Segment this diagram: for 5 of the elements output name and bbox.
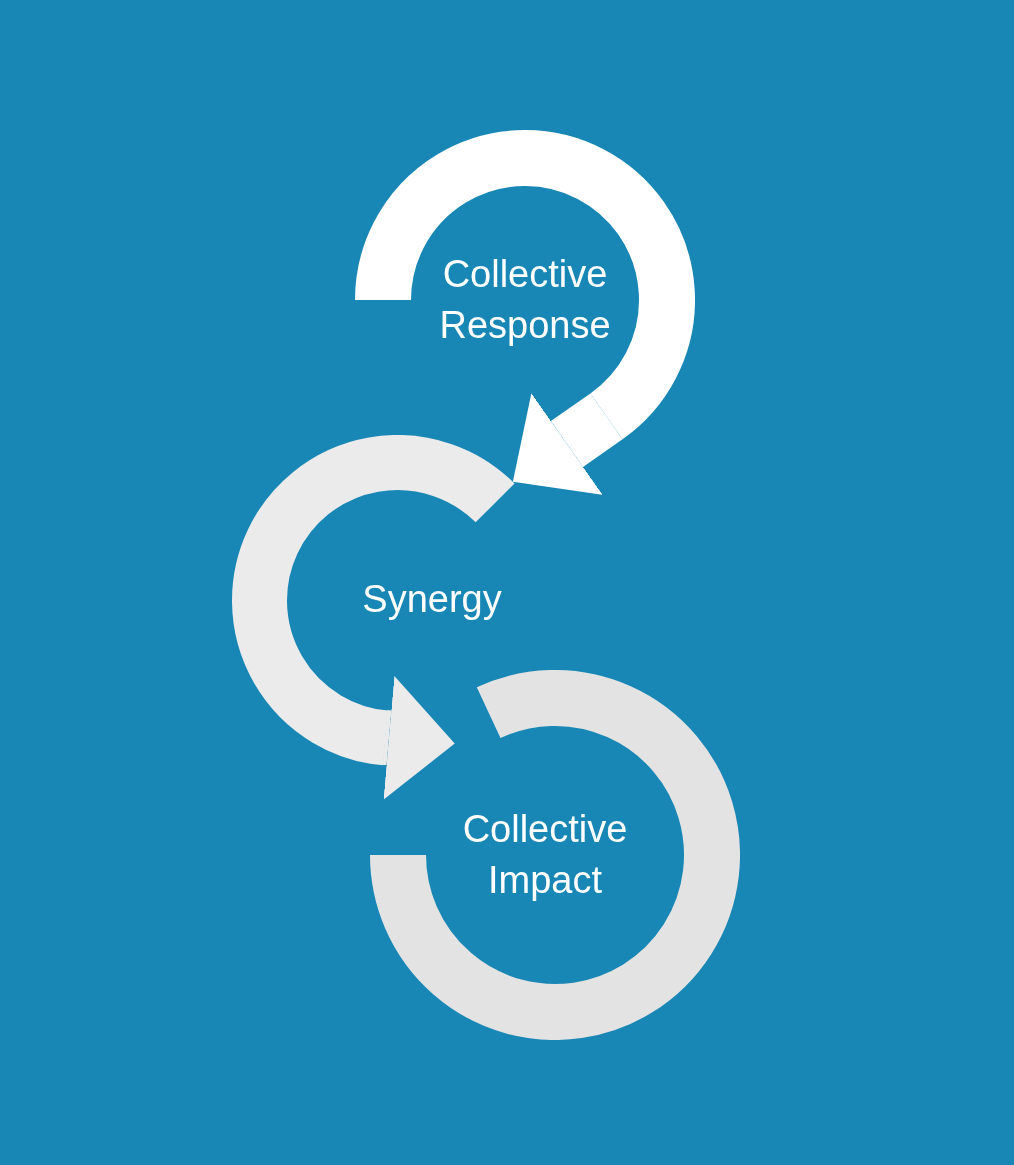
stage-label: Synergy (361, 577, 503, 623)
stage-label: Collective Impact (461, 806, 629, 903)
curved-arrow (382, 676, 455, 800)
stage-label: Collective Response (438, 251, 612, 348)
curved-arrow (512, 393, 623, 495)
